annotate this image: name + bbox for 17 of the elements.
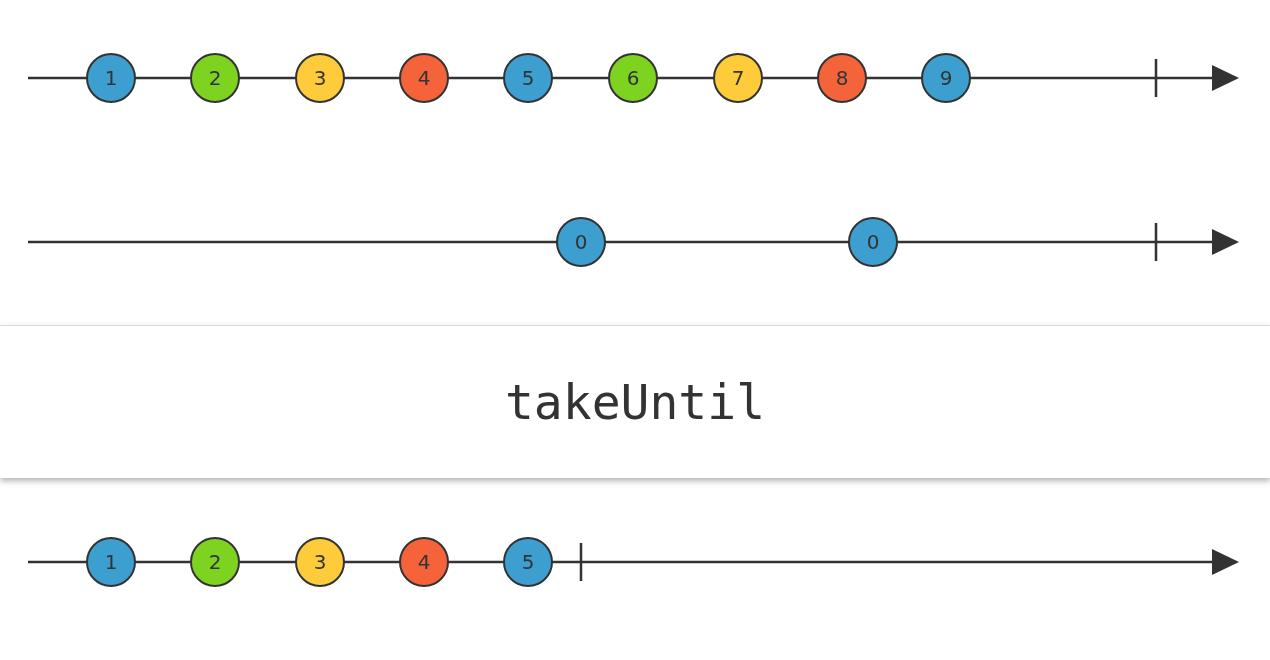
marble: 2 xyxy=(190,537,240,587)
marble: 9 xyxy=(921,53,971,103)
marble: 0 xyxy=(556,217,606,267)
marble: 6 xyxy=(608,53,658,103)
marble: 0 xyxy=(848,217,898,267)
marble: 4 xyxy=(399,53,449,103)
operator-box: takeUntil xyxy=(0,325,1270,478)
marble: 7 xyxy=(713,53,763,103)
marble: 3 xyxy=(295,53,345,103)
marble: 2 xyxy=(190,53,240,103)
marble: 1 xyxy=(86,537,136,587)
marble: 5 xyxy=(503,53,553,103)
marble: 3 xyxy=(295,537,345,587)
marble: 4 xyxy=(399,537,449,587)
marble: 5 xyxy=(503,537,553,587)
marble: 1 xyxy=(86,53,136,103)
marble: 8 xyxy=(817,53,867,103)
